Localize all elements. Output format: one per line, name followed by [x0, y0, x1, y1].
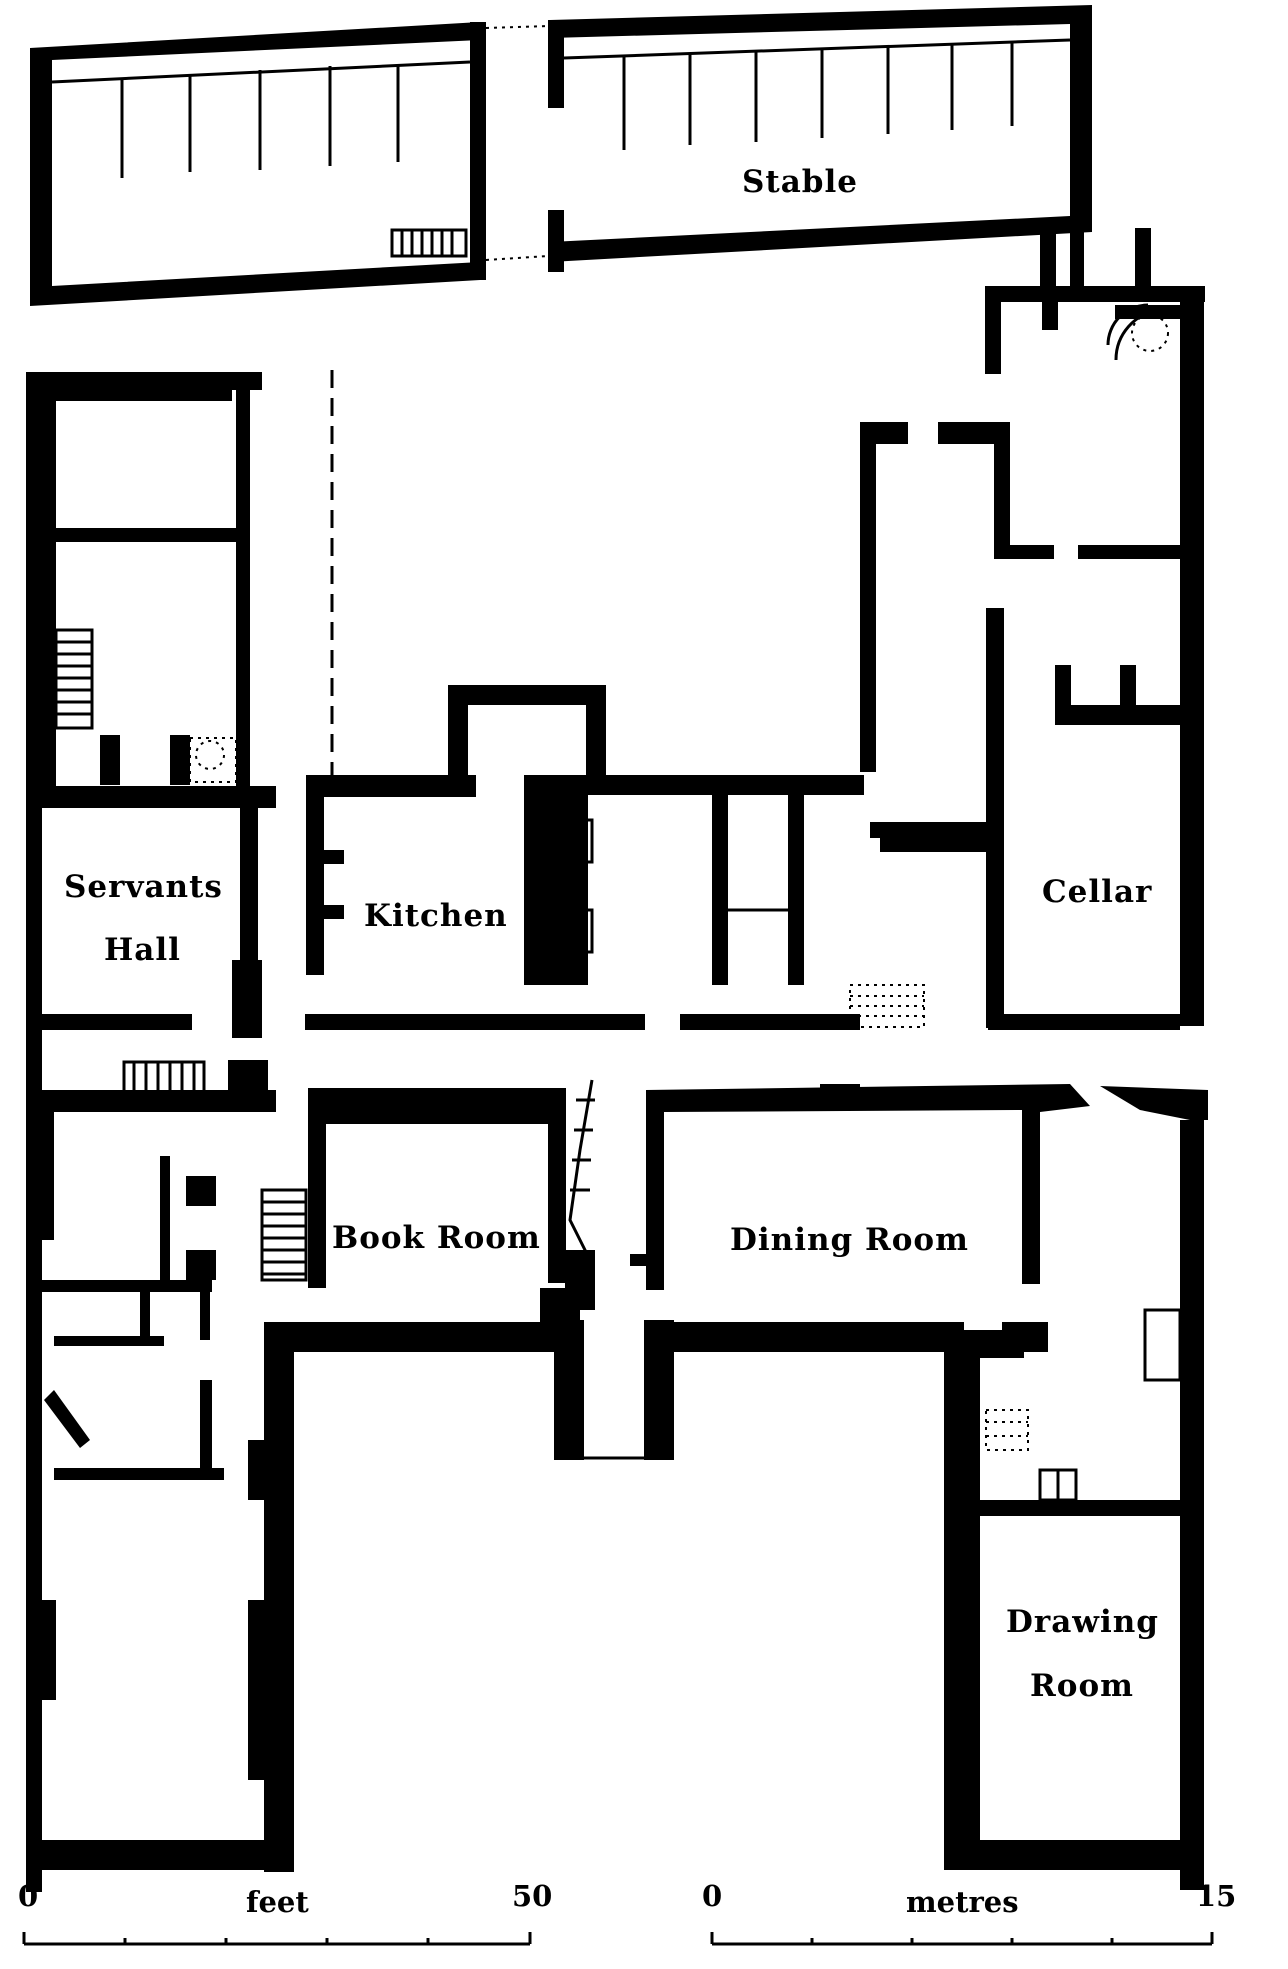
- room-label-book-room: Book Room: [332, 1220, 541, 1256]
- room-label-drawing-room-line2: Room: [1030, 1668, 1134, 1704]
- stall-partitions: [120, 41, 1014, 178]
- scale-metres-start: 0: [702, 1879, 722, 1913]
- scale-feet-start: 0: [18, 1879, 38, 1913]
- room-label-servants-hall-line1: Servants: [64, 869, 223, 905]
- room-label-drawing-room-line1: Drawing: [1006, 1604, 1159, 1640]
- book-room-stair-icon: [260, 1188, 308, 1282]
- servants-hall: Servants Hall: [26, 786, 276, 1098]
- scale-bar-metres: 0 metres 15: [702, 1879, 1236, 1946]
- room-label-stable: Stable: [742, 164, 858, 200]
- room-label-kitchen: Kitchen: [364, 898, 508, 934]
- west-wing: [26, 1060, 964, 1872]
- scale-feet-unit: feet: [246, 1885, 309, 1919]
- service-block: [26, 370, 334, 1892]
- drawing-room-stair-icon: [985, 1409, 1078, 1502]
- scale-metres-unit: metres: [906, 1885, 1019, 1919]
- stable-building: Stable: [30, 5, 1092, 306]
- service-stair-icon: [54, 628, 94, 730]
- scale-feet-end: 50: [512, 1879, 552, 1913]
- scale-metres-end: 15: [1196, 1879, 1236, 1913]
- dining-room: Dining Room: [630, 1084, 1090, 1290]
- scale-bar-feet: 0 feet 50: [18, 1879, 552, 1946]
- book-room: Book Room: [260, 1079, 595, 1330]
- kitchen-stair-icon: [849, 984, 925, 1028]
- stable-stair-icon: [390, 228, 468, 258]
- kitchen-block: Kitchen: [305, 685, 1180, 1030]
- room-label-dining-room: Dining Room: [730, 1222, 969, 1258]
- room-label-servants-hall-line2: Hall: [104, 932, 181, 968]
- east-wing: Drawing Room: [944, 1086, 1208, 1890]
- cellar-wing: Cellar: [860, 220, 1205, 1028]
- room-label-cellar: Cellar: [1042, 874, 1152, 910]
